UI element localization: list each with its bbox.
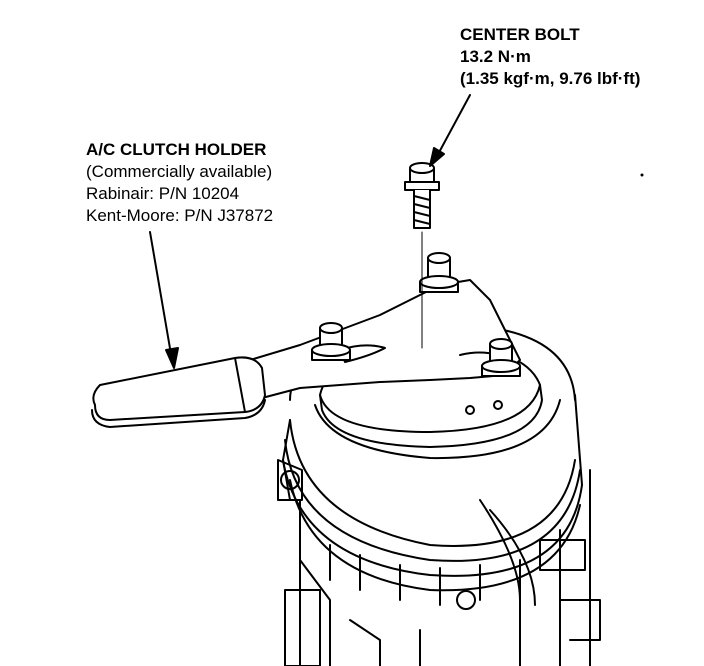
- compressor-body: [285, 470, 600, 666]
- clutch-holder-part-kentmoore: Kent-Moore: P/N J37872: [86, 206, 274, 225]
- holder-stud-top: [420, 253, 458, 292]
- clutch-holder-title: A/C CLUTCH HOLDER: [86, 140, 267, 159]
- clutch-holder-leader-arrow: [150, 232, 178, 368]
- clutch-holder-part-rabinair: Rabinair: P/N 10204: [86, 184, 240, 203]
- clutch-holder-tool: [92, 280, 520, 427]
- center-bolt-torque: 13.2 N·m: [460, 47, 531, 66]
- center-bolt: [405, 163, 439, 348]
- pulley: [278, 325, 582, 605]
- holder-stud-right: [482, 339, 520, 376]
- clutch-holder-note: (Commercially available): [86, 162, 273, 181]
- center-bolt-torque-alt: (1.35 kgf·m, 9.76 lbf·ft): [460, 69, 641, 88]
- center-bolt-title: CENTER BOLT: [460, 25, 580, 44]
- holder-stud-left: [312, 323, 350, 360]
- center-bolt-leader-arrow: [430, 95, 470, 166]
